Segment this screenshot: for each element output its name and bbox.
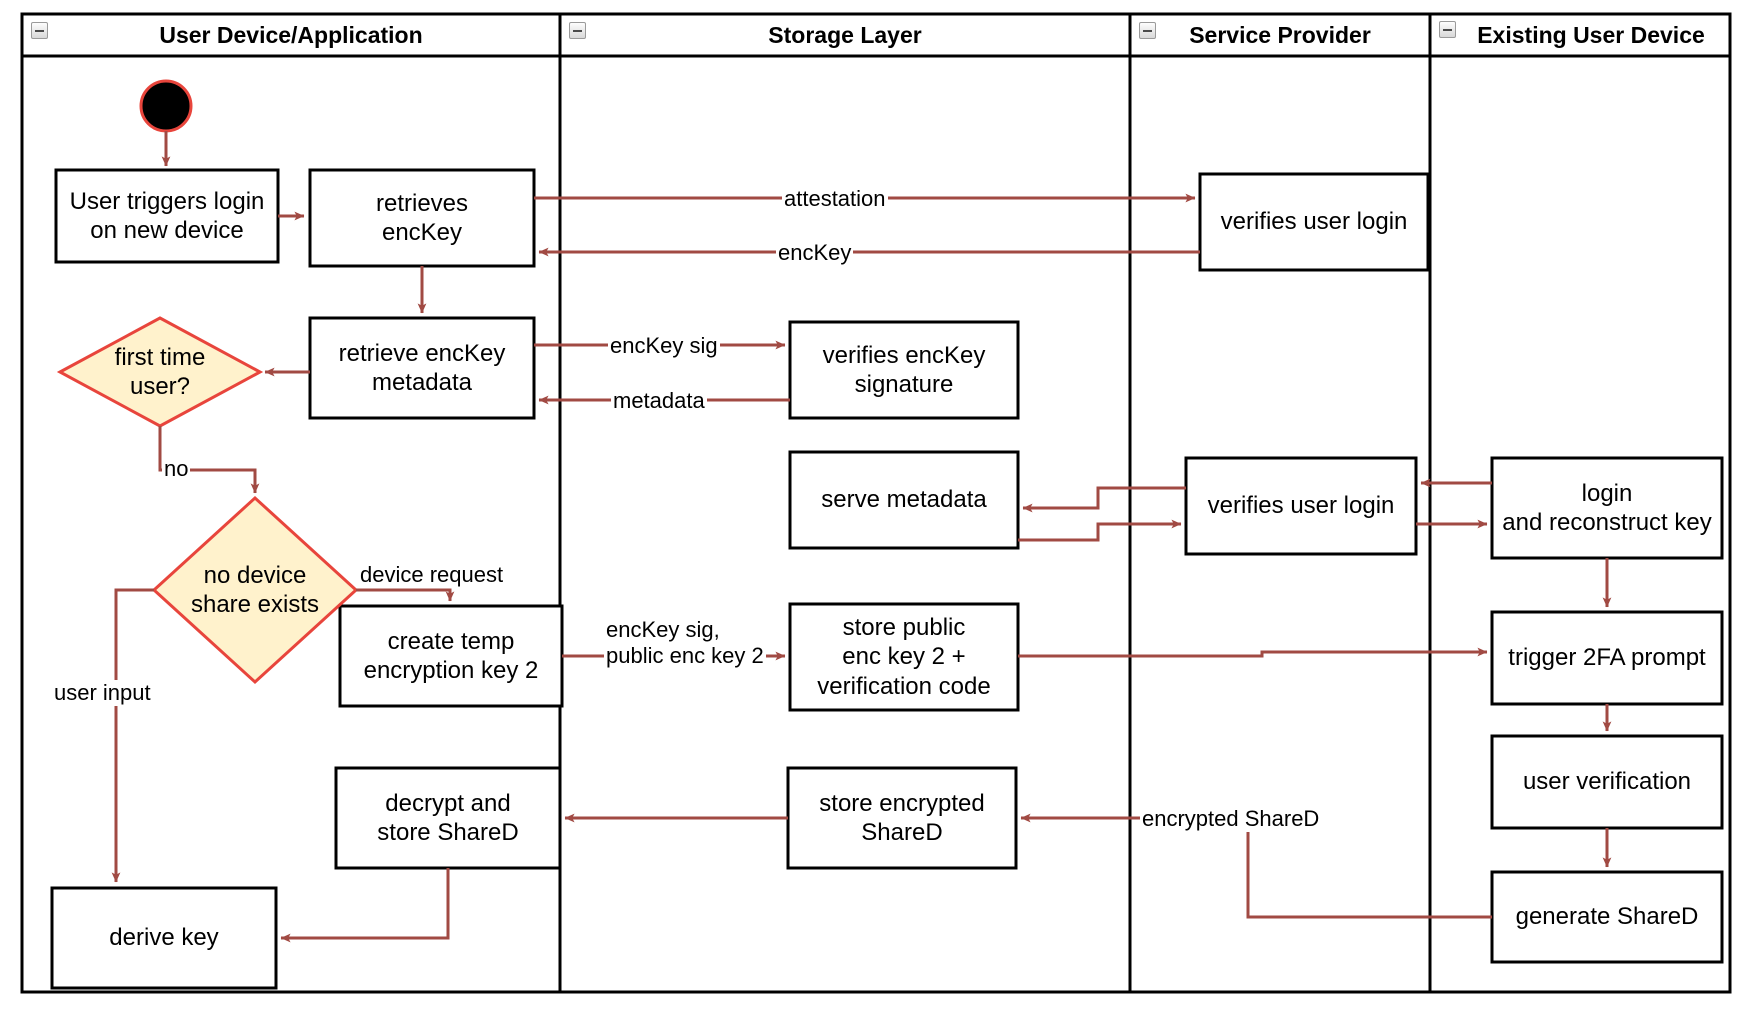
collapse-minus-icon-lane-0[interactable] [31, 22, 48, 39]
node-rect-serve-metadata [788, 450, 1020, 550]
node-rect-verifies-login-2 [1184, 456, 1418, 556]
node-rect-store-encrypted [786, 766, 1018, 870]
node-rect-decrypt-store [334, 766, 562, 870]
node-rect-login-recon [1490, 456, 1724, 560]
decision-shapes [56, 316, 359, 685]
node-rect-derive-key [50, 886, 278, 990]
node-rect-store-public [788, 602, 1020, 712]
edge-encrypted-shared [1020, 813, 1492, 919]
node-rect-verifies-sig [788, 320, 1020, 420]
collapse-minus-icon-lane-3[interactable] [1439, 21, 1456, 38]
edge-verify-to-serve-metadata [1022, 486, 1186, 513]
node-rect-trigger-2fa [1490, 610, 1724, 706]
edge-serve-metadata-to-verify [1018, 519, 1182, 542]
node-rect-retrieves-enckey [308, 168, 536, 268]
edge-no-branch [158, 426, 260, 494]
node-rect-create-temp-key [338, 604, 564, 708]
edge-user-input [111, 588, 154, 883]
collapse-minus-icon-lane-1[interactable] [569, 22, 586, 39]
node-rect-user-triggers [54, 168, 280, 264]
edge-store-public-to-2fa [1018, 647, 1488, 658]
node-rect-retrieve-meta [308, 316, 536, 420]
node-rect-verifies-login-1 [1198, 172, 1430, 272]
node-rect-generate-shared [1490, 870, 1724, 964]
edge-device-request [356, 588, 455, 602]
edge-decrypt-to-derive [280, 868, 450, 943]
collapse-minus-icon-lane-2[interactable] [1139, 22, 1156, 39]
decision-poly-first-time [56, 316, 264, 428]
activity-node-shapes [50, 168, 1724, 990]
decision-poly-no-share [151, 495, 359, 685]
start-node [139, 79, 193, 133]
node-rect-user-verif [1490, 734, 1724, 830]
